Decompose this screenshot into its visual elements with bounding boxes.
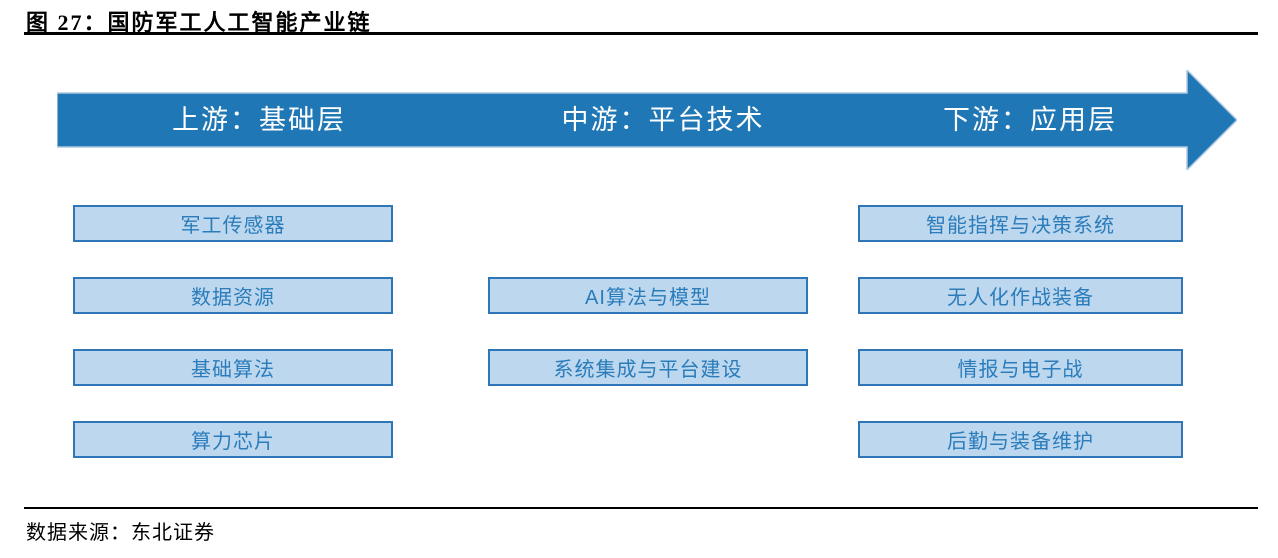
title-divider xyxy=(24,32,1258,35)
box-unmanned-combat-equipment: 无人化作战装备 xyxy=(858,277,1183,314)
box-basic-algorithms: 基础算法 xyxy=(73,349,393,386)
process-arrow-shape xyxy=(57,70,1237,170)
box-command-decision-system: 智能指挥与决策系统 xyxy=(858,205,1183,242)
box-military-sensors: 军工传感器 xyxy=(73,205,393,242)
box-ai-algorithms-models: AI算法与模型 xyxy=(488,277,808,314)
box-logistics-equipment-maintenance: 后勤与装备维护 xyxy=(858,421,1183,458)
box-system-integration-platform: 系统集成与平台建设 xyxy=(488,349,808,386)
figure-title: 图 27：国防军工人工智能产业链 xyxy=(26,10,372,35)
box-data-resources: 数据资源 xyxy=(73,277,393,314)
box-intelligence-electronic-warfare: 情报与电子战 xyxy=(858,349,1183,386)
box-computing-chips: 算力芯片 xyxy=(73,421,393,458)
source-divider xyxy=(24,507,1258,509)
data-source: 数据来源：东北证券 xyxy=(26,522,215,544)
banner-label-downstream: 下游：应用层 xyxy=(943,105,1117,135)
banner-label-midstream: 中游：平台技术 xyxy=(561,105,765,135)
banner-label-upstream: 上游：基础层 xyxy=(172,105,346,135)
process-arrow xyxy=(57,70,1237,170)
